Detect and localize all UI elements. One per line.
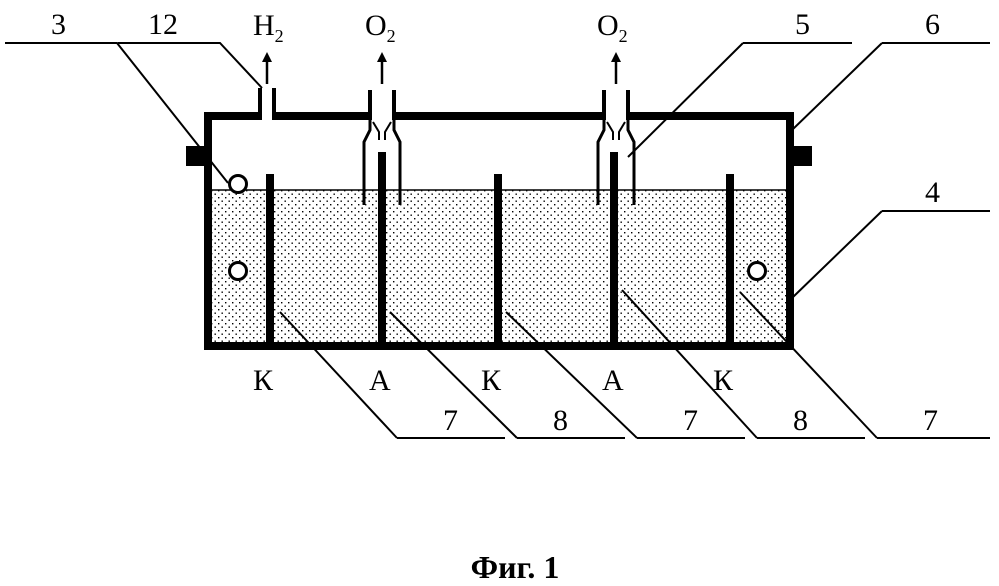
- electrode-label-5: К: [713, 364, 734, 397]
- o2-outlet-pipe-left: [362, 52, 402, 205]
- leader-lines-top: [5, 42, 990, 299]
- electrode-label-3: К: [481, 364, 502, 397]
- electrode-label-2: А: [369, 364, 391, 397]
- o2-outlet-pipe-right: [596, 52, 636, 205]
- electrode-label-4: А: [602, 364, 624, 397]
- electrode-label-1: К: [253, 364, 274, 397]
- gas-label-o2-left: O2: [365, 9, 396, 46]
- leader-lines-bottom: [279, 289, 990, 439]
- anode-2: [610, 152, 618, 342]
- callout-8-first: 8: [553, 404, 568, 437]
- callout-4: 4: [925, 176, 940, 209]
- gas-label-h2: H2: [253, 9, 284, 46]
- callout-7-third: 7: [923, 404, 938, 437]
- flange-left: [186, 146, 204, 166]
- port-circle-bottom-left: [228, 261, 248, 281]
- callout-7-second: 7: [683, 404, 698, 437]
- port-circle-right: [747, 261, 767, 281]
- callout-8-second: 8: [793, 404, 808, 437]
- flange-right: [794, 146, 812, 166]
- callout-5: 5: [795, 8, 810, 41]
- callout-12: 12: [148, 8, 178, 41]
- callout-7-first: 7: [443, 404, 458, 437]
- anode-1: [378, 152, 386, 342]
- callout-6: 6: [925, 8, 940, 41]
- figure-caption: Фиг. 1: [471, 549, 560, 585]
- cathode-2: [494, 174, 502, 342]
- callout-3: 3: [51, 8, 66, 41]
- h2-outlet-pipe: [258, 52, 276, 120]
- tank: [186, 112, 812, 350]
- cathode-1: [266, 174, 274, 342]
- port-circle-top-left: [228, 174, 248, 194]
- gas-label-o2-right: O2: [597, 9, 628, 46]
- cathode-3: [726, 174, 734, 342]
